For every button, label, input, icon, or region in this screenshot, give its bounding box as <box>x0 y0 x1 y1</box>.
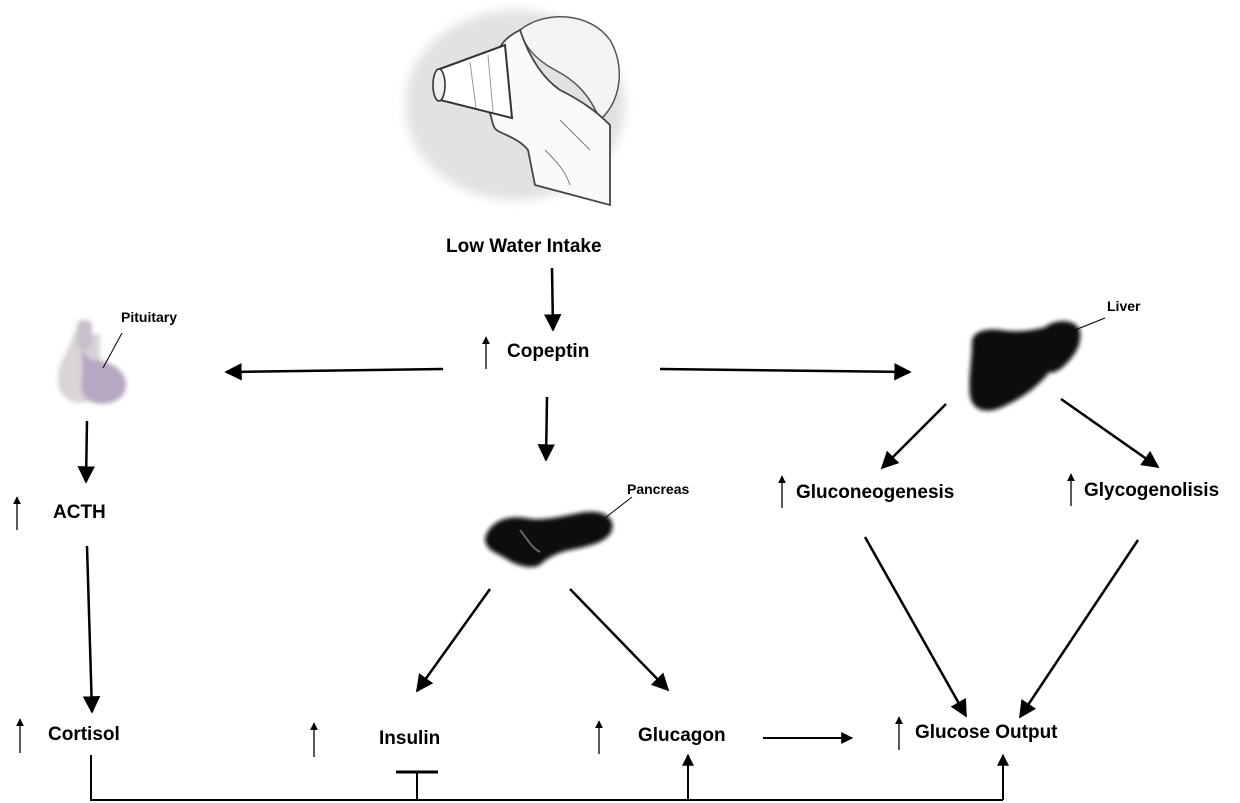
liver-icon <box>969 321 1080 411</box>
arrow-liver-to-gluconeogenesis <box>882 404 946 468</box>
arrow-water-to-copeptin <box>552 268 553 330</box>
arrow-copeptin-to-pituitary <box>226 369 443 372</box>
label-glucagon: Glucagon <box>638 725 726 747</box>
pituitary-gland-icon <box>58 320 126 404</box>
label-cortisol: Cortisol <box>48 724 120 746</box>
liver-leader-line <box>1075 318 1105 330</box>
label-pancreas: Pancreas <box>627 481 689 497</box>
arrow-liver-to-glycogenolisis <box>1061 399 1158 467</box>
arrow-glycogenolisis-to-glucose <box>1020 540 1138 717</box>
arrow-copeptin-to-pancreas <box>546 397 547 460</box>
arrow-acth-to-cortisol <box>87 546 92 712</box>
label-acth: ACTH <box>53 502 106 524</box>
person-drinking-icon <box>405 0 633 210</box>
arrow-pituitary-to-acth <box>86 421 87 482</box>
label-pituitary: Pituitary <box>121 309 177 325</box>
label-glucose-output: Glucose Output <box>915 722 1058 744</box>
label-glycogenolisis: Glycogenolisis <box>1084 480 1219 502</box>
label-liver: Liver <box>1107 298 1140 314</box>
arrow-pancreas-to-insulin <box>417 589 490 691</box>
label-insulin: Insulin <box>379 728 440 750</box>
label-low-water-intake: Low Water Intake <box>446 236 602 258</box>
pancreas-leader-line <box>605 497 632 518</box>
pancreas-icon <box>485 512 613 567</box>
arrow-copeptin-to-liver <box>660 369 910 372</box>
pituitary-leader-line <box>103 333 122 368</box>
label-gluconeogenesis: Gluconeogenesis <box>796 482 954 504</box>
arrow-gluconeogenesis-to-glucose <box>865 537 966 716</box>
feedback-bus <box>91 755 1003 800</box>
arrow-pancreas-to-glucagon <box>570 589 668 690</box>
label-copeptin: Copeptin <box>507 341 589 363</box>
